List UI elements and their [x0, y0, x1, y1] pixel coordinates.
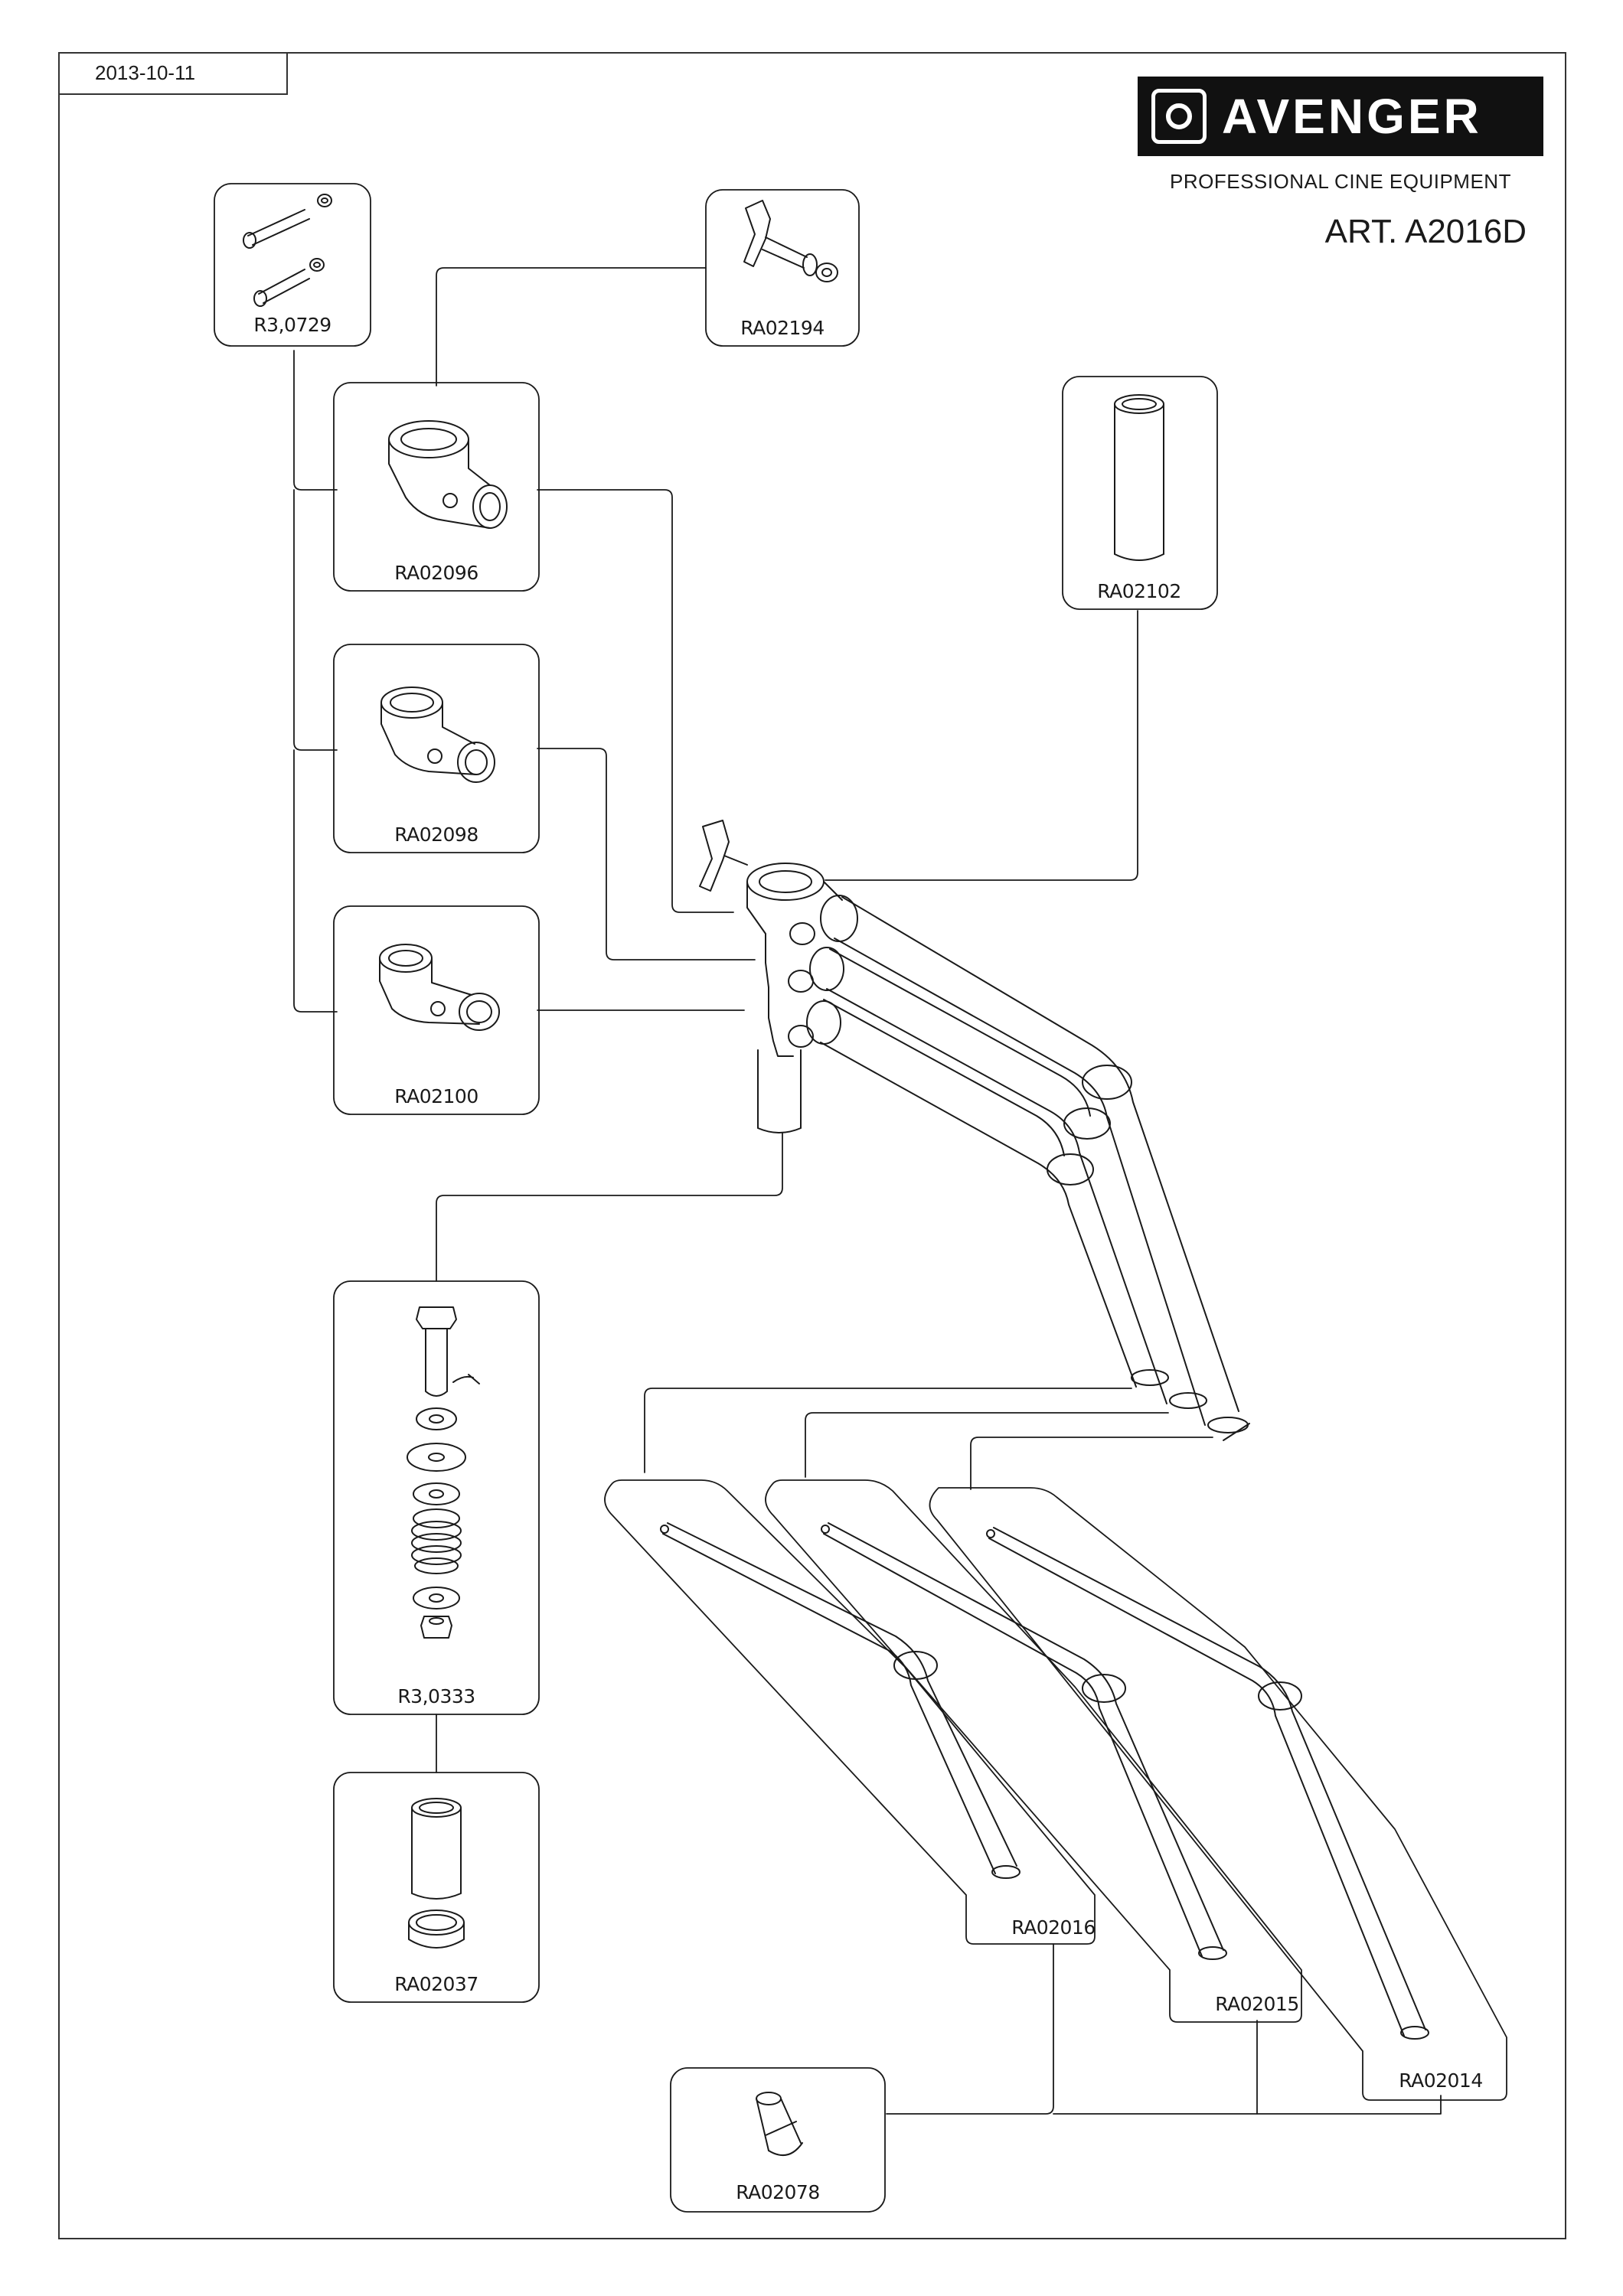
spigot-tube-icon [1114, 394, 1164, 561]
brand-logo: AVENGER [1138, 77, 1543, 156]
t-clamp-medium-icon [380, 687, 495, 783]
part-label-ra02098: RA02098 [394, 823, 478, 846]
bent-arm-tubes-icon [660, 1522, 1429, 2040]
t-clamp-large-icon [388, 420, 508, 529]
brand-tagline: PROFESSIONAL CINE EQUIPMENT [1170, 170, 1511, 193]
part-boxes [214, 183, 1507, 2213]
article-number: ART. A2016D [1324, 213, 1527, 250]
main-assembly-icon [699, 820, 1250, 1441]
screw-set-icon [243, 194, 332, 307]
part-label-ra02194: RA02194 [740, 317, 825, 339]
brand-mark-icon [1151, 89, 1207, 144]
date-box: 2013-10-11 [58, 52, 288, 95]
part-label-ra02096: RA02096 [394, 562, 478, 584]
connector-lines [293, 267, 1442, 2115]
part-label-ra02037: RA02037 [394, 1973, 478, 1995]
part-label-ra02016: RA02016 [1011, 1916, 1096, 1939]
part-label-r3-0333: R3,0333 [397, 1685, 475, 1707]
part-label-r3-0729: R3,0729 [253, 314, 331, 336]
t-clamp-small-icon [379, 944, 500, 1031]
part-label-ra02014: RA02014 [1399, 2069, 1483, 2092]
ratchet-knob-icon [743, 200, 838, 282]
part-label-ra02102: RA02102 [1097, 580, 1181, 602]
brand-name: AVENGER [1222, 89, 1482, 144]
sheet-border [58, 52, 1566, 2239]
part-label-ra02100: RA02100 [394, 1085, 478, 1107]
sleeve-ring-icon [408, 1798, 465, 1949]
part-label-ra02015: RA02015 [1215, 1993, 1299, 2015]
rubber-foot-icon [756, 2092, 803, 2157]
bolt-spring-kit-icon [407, 1306, 480, 1639]
part-label-ra02078: RA02078 [736, 2181, 820, 2203]
